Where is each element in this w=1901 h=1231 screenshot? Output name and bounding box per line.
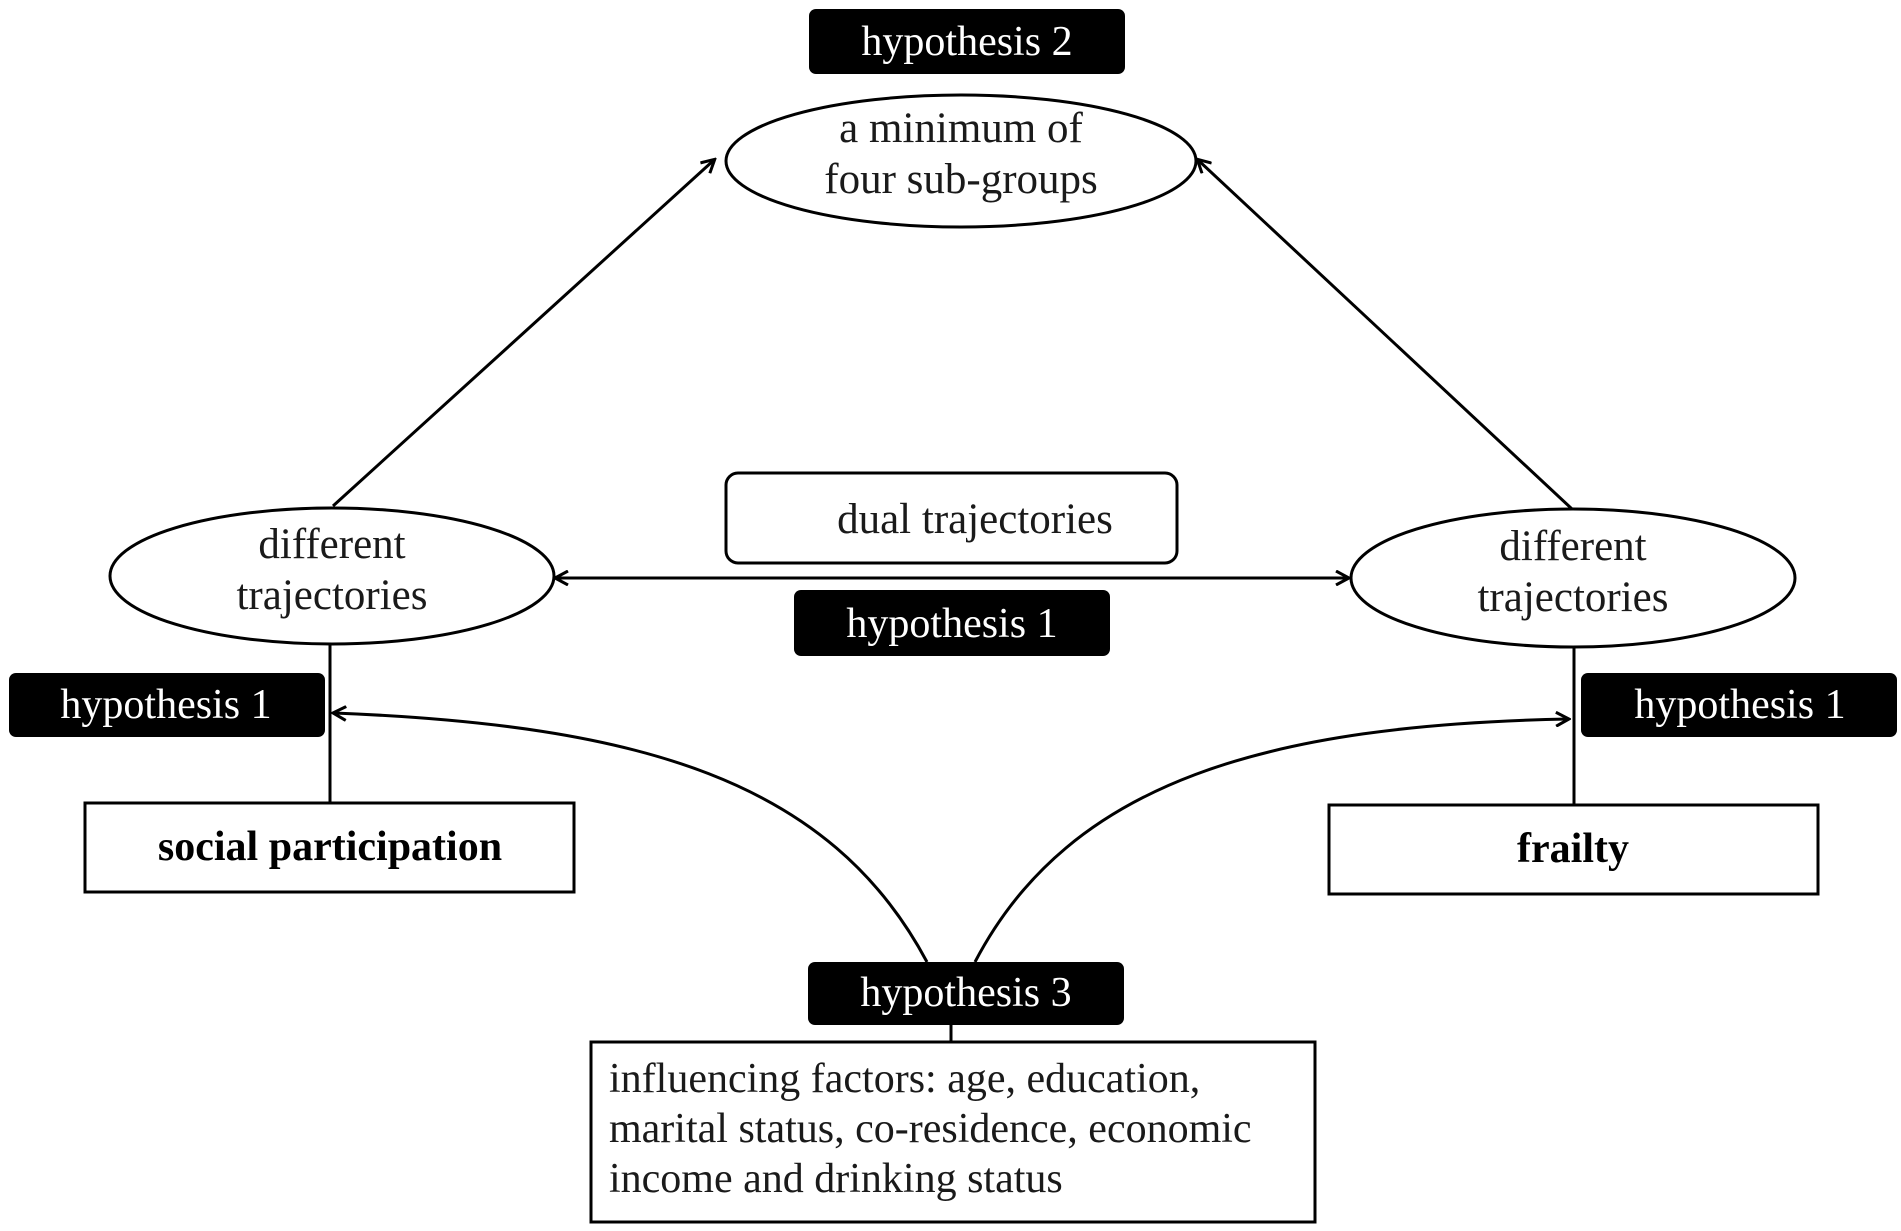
right-node: different trajectories: [1349, 507, 1797, 649]
left-node-line1: different: [258, 521, 405, 568]
hypothesis-label-top: hypothesis 2: [809, 9, 1125, 74]
hypothesis-label-mid: hypothesis 1: [794, 590, 1110, 656]
arrow-right-to-top: [1198, 160, 1574, 511]
hypothesis-label-mid-text: hypothesis 1: [846, 601, 1057, 647]
factors-line2: marital status, co-residence, economic: [609, 1106, 1252, 1152]
hypothesis-label-left-text: hypothesis 1: [60, 682, 271, 728]
curve-to-right: [973, 719, 1568, 963]
curve-to-left: [334, 713, 929, 963]
hypothesis-label-left: hypothesis 1: [9, 673, 325, 737]
dual-trajectories-label: dual trajectories: [837, 496, 1113, 543]
right-node-line2: trajectories: [1477, 574, 1668, 621]
arrow-left-to-top: [331, 160, 714, 508]
left-node: different trajectories: [108, 506, 556, 646]
factors-line1: influencing factors: age, education,: [609, 1056, 1200, 1102]
edges: [328, 160, 1576, 1042]
hypothesis-label-right-text: hypothesis 1: [1634, 682, 1845, 728]
dual-trajectories-box: dual trajectories: [724, 471, 1179, 565]
factors-line3: income and drinking status: [609, 1156, 1063, 1202]
hypothesis-label-top-text: hypothesis 2: [861, 19, 1072, 65]
social-participation-box: social participation: [83, 801, 576, 894]
top-node-line2: four sub-groups: [824, 156, 1098, 203]
hypothesis-label-right: hypothesis 1: [1581, 673, 1897, 737]
top-node: a minimum of four sub-groups: [724, 93, 1198, 229]
social-participation-label: social participation: [158, 824, 502, 870]
hypothesis-label-bottom-text: hypothesis 3: [860, 970, 1071, 1016]
right-node-line1: different: [1499, 523, 1646, 570]
hypothesis-label-bottom: hypothesis 3: [808, 962, 1124, 1025]
left-node-line2: trajectories: [236, 572, 427, 619]
frailty-label: frailty: [1517, 826, 1629, 872]
frailty-box: frailty: [1327, 803, 1820, 896]
top-node-line1: a minimum of: [839, 105, 1083, 152]
influencing-factors-box: influencing factors: age, education, mar…: [589, 1040, 1317, 1224]
